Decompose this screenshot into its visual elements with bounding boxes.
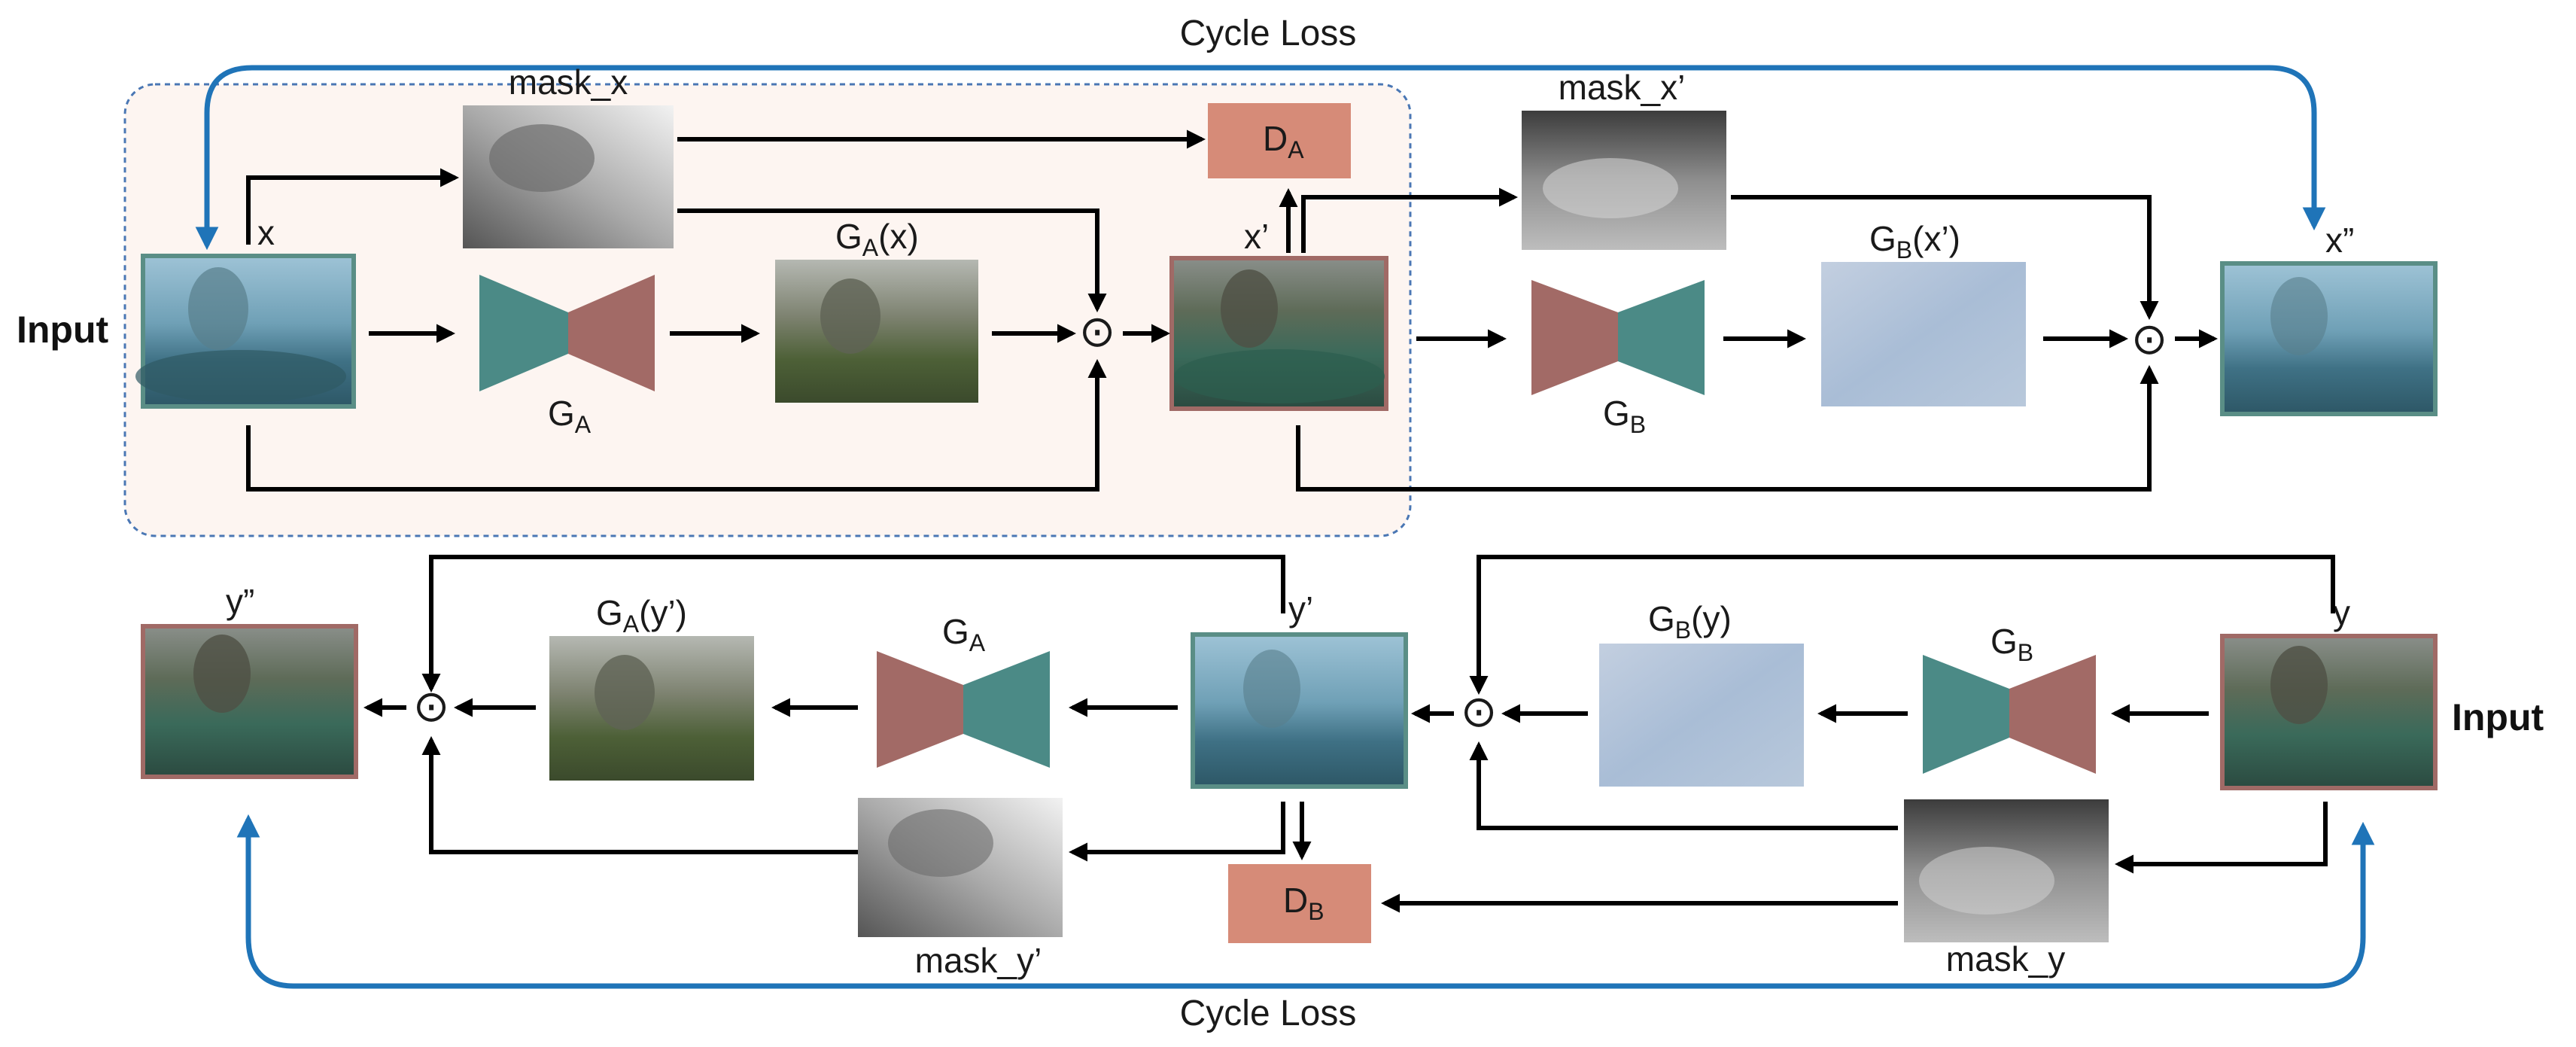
cycle-loss-bottom-arrow	[236, 814, 2366, 989]
mask-x-image	[463, 105, 674, 248]
gb-x-prime-image	[1821, 262, 2026, 406]
discriminator-db-bottom	[1228, 864, 1371, 943]
mask-x-label: mask_x	[509, 62, 628, 102]
arrow-masky-to-odot	[1469, 741, 1898, 830]
mask-y-prime-image	[858, 798, 1063, 937]
ga-bottom-label: GA	[942, 612, 986, 656]
mask-y-prime-label: mask_y’	[915, 941, 1042, 980]
gb-bottom-label: GB	[1991, 622, 2033, 666]
db-label: DB	[1283, 881, 1324, 925]
ga-y-prime-image	[549, 636, 754, 781]
input-x-image	[135, 254, 356, 409]
highlight-region	[123, 83, 1412, 537]
y-double-prime-image	[141, 624, 358, 779]
arrow-x-to-mask	[246, 168, 460, 245]
input-y-image	[2220, 634, 2438, 790]
cycle-loss-top-label: Cycle Loss	[1180, 14, 1357, 53]
x-prime-image	[1169, 256, 1388, 411]
generator-ga-bottom	[877, 651, 1050, 768]
ga-top-label: GA	[548, 394, 592, 438]
mask-y-image	[1904, 799, 2109, 942]
cycle-loss-bottom-label: Cycle Loss	[1180, 994, 1357, 1033]
mask-y-label: mask_y	[1946, 939, 2065, 979]
y-prime-label: y’	[1288, 589, 1313, 629]
odot-bottom-right: ⊙	[1461, 687, 1498, 736]
y-prime-image	[1191, 632, 1408, 789]
odot-top-left: ⊙	[1079, 307, 1116, 356]
generator-gb-top	[1531, 280, 1705, 395]
gb-x-prime-label: GB(x’)	[1869, 219, 1960, 263]
x-double-prime-image	[2220, 261, 2438, 416]
arrow-xprime-to-maskxp	[1301, 187, 1519, 253]
x-label: x	[257, 213, 275, 252]
arrow-xprime-to-odot-bottom	[1296, 364, 2159, 492]
generator-gb-bottom	[1923, 655, 2096, 774]
input-label-bottom: Input	[2452, 696, 2544, 738]
mask-x-prime-label: mask_x’	[1559, 68, 1686, 107]
x-double-prime-label: x”	[2325, 221, 2354, 260]
arrow-yprime-to-masky	[1068, 802, 1285, 862]
ga-x-image	[775, 260, 978, 403]
arrow-y-to-masky	[2114, 802, 2328, 874]
y-double-prime-label: y”	[226, 582, 254, 621]
gb-y-image	[1599, 644, 1804, 787]
ga-x-label: GA(x)	[835, 217, 919, 261]
arrow-maskyp-to-odot	[421, 735, 858, 854]
x-prime-label: x’	[1244, 217, 1269, 256]
y-label: y	[2333, 593, 2350, 632]
arrow-input-to-odot-bottom	[246, 358, 1107, 492]
gb-y-label: GB(y)	[1648, 599, 1732, 644]
odot-bottom-left: ⊙	[413, 682, 450, 731]
odot-top-right: ⊙	[2131, 315, 2168, 364]
arrow-yprime-top-to-odot	[421, 555, 1285, 693]
cycle-loss-top-arrow	[195, 65, 2317, 251]
arrow-maskxp-to-odot	[1731, 195, 2159, 321]
discriminator-da-top	[1208, 103, 1351, 178]
input-label-top: Input	[17, 309, 109, 351]
ga-y-prime-label: GA(y’)	[596, 593, 687, 638]
generator-ga-top	[479, 275, 655, 391]
arrow-mask-to-odot	[677, 208, 1107, 313]
gb-top-label: GB	[1603, 394, 1646, 438]
arrow-y-top-to-odot	[1469, 555, 2335, 695]
mask-x-prime-image	[1522, 111, 1726, 250]
da-label: DA	[1263, 119, 1304, 163]
